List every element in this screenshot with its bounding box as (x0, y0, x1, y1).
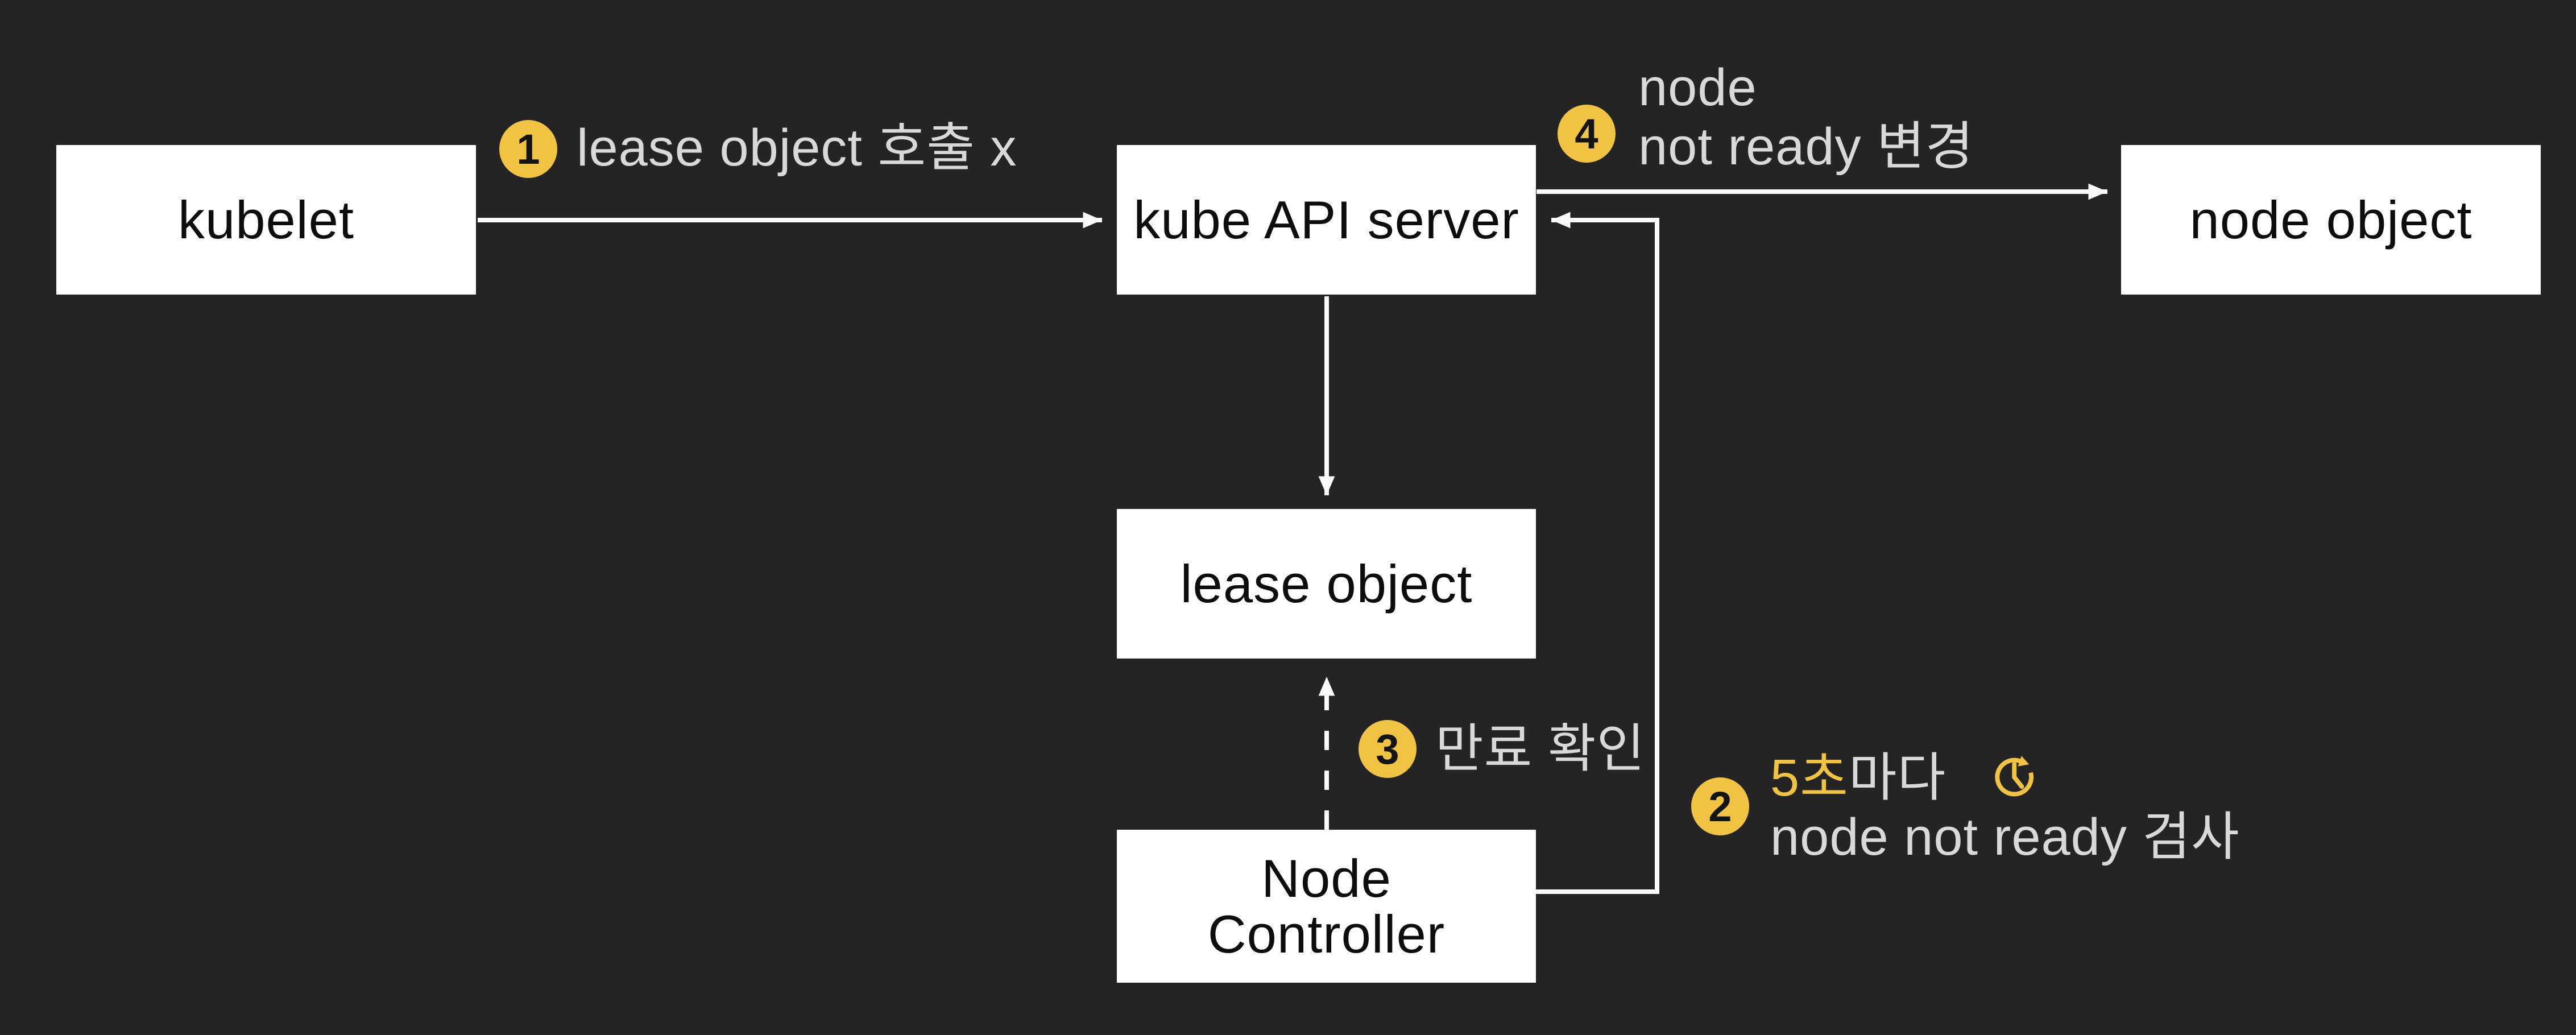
step-2-text-line2: node not ready 검사 (1770, 808, 2240, 866)
step-2-number: 2 (1708, 783, 1732, 830)
step-3-note: 만료 확인 (1435, 718, 1645, 780)
step-4-number: 4 (1575, 110, 1598, 158)
step-2-interval-rest: 마다 (1848, 749, 1947, 807)
step-2-interval-highlight: 5초 (1770, 749, 1849, 807)
step-2-text-line1: 5초 마다 (1770, 748, 2240, 808)
node-object-box: node object (2121, 145, 2541, 295)
step-4-badge: 4 (1558, 105, 1616, 163)
node-controller-box: Node Controller (1117, 830, 1536, 983)
step-3-text: 만료 확인 (1435, 720, 1646, 778)
step-4-note: node not ready 변경 (1638, 58, 1974, 176)
node-object-label: node object (2189, 189, 2473, 250)
step-1-number: 1 (516, 125, 540, 173)
lease-object-box: lease object (1117, 509, 1536, 659)
lease-object-label: lease object (1180, 553, 1473, 614)
step-2-note: 5초 마다 node not ready 검사 (1770, 748, 2240, 867)
node-controller-label: Node Controller (1207, 848, 1446, 964)
step-1-text: lease object 호출 x (577, 119, 1017, 177)
step-4-text-line1: node (1638, 59, 1757, 117)
arrow-node-controller-to-api (1536, 212, 1659, 894)
step-3-number: 3 (1376, 725, 1399, 773)
kubelet-box: kubelet (56, 145, 476, 295)
step-2-badge: 2 (1691, 777, 1749, 835)
kube-api-server-box: kube API server (1117, 145, 1536, 295)
step-1-note: lease object 호출 x (577, 117, 1017, 179)
kube-api-server-label: kube API server (1133, 189, 1519, 250)
kubelet-label: kubelet (177, 189, 355, 250)
step-1-badge: 1 (499, 120, 557, 178)
step-4-text-line2: not ready 변경 (1638, 118, 1974, 176)
step-3-badge: 3 (1359, 720, 1417, 778)
recurring-clock-icon (1995, 756, 2034, 797)
